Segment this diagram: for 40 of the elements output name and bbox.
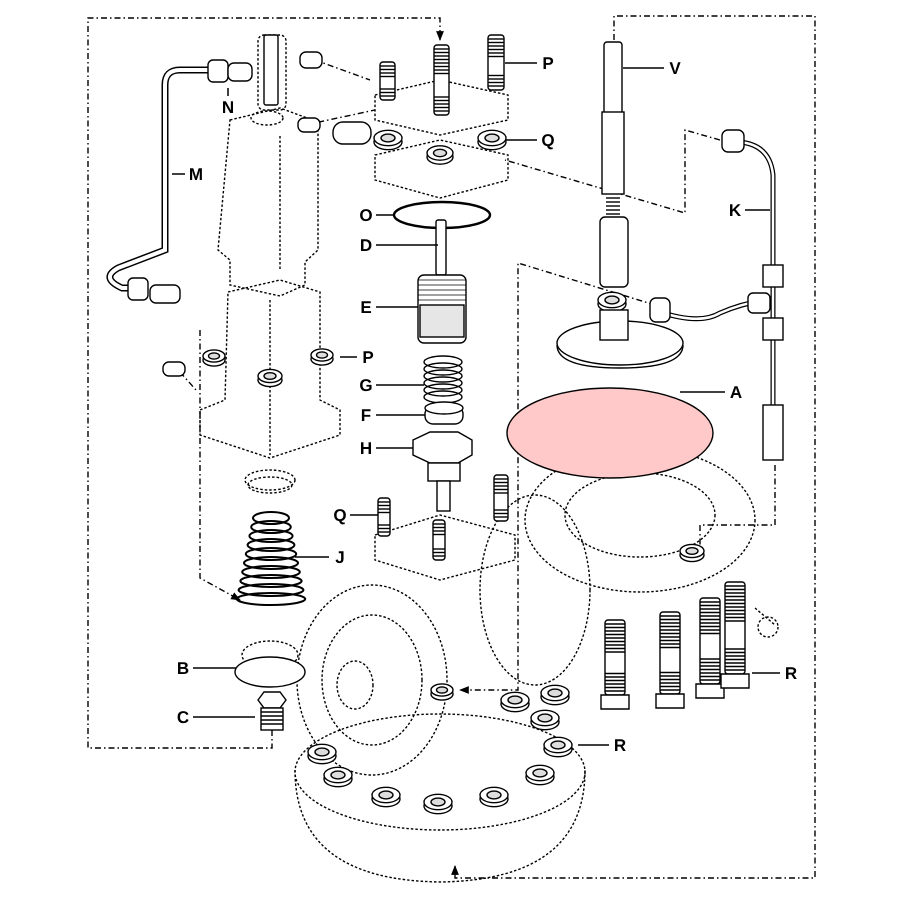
leader-line — [340, 356, 357, 358]
callout-letter: D — [358, 235, 374, 255]
callout-letter: F — [358, 405, 374, 425]
leader-line — [680, 391, 725, 393]
callout-letter: R — [783, 663, 799, 683]
callout-letter: R — [612, 735, 628, 755]
callout-letter: G — [358, 375, 374, 395]
leader-line — [376, 306, 418, 308]
leader-line — [376, 214, 394, 216]
callout-letter: O — [358, 205, 374, 225]
leader-line — [172, 173, 185, 175]
leader-line — [350, 514, 378, 516]
leader-line — [193, 667, 236, 669]
callout-letter: V — [667, 58, 683, 78]
callout-letter: E — [358, 297, 374, 317]
callout-letter: Q — [540, 130, 556, 150]
leader-line — [505, 62, 537, 64]
callout-letter: J — [332, 547, 348, 567]
callout-letter: H — [358, 438, 374, 458]
callout-letter: P — [360, 347, 376, 367]
leader-line — [745, 209, 770, 211]
callout-letter: Q — [332, 505, 348, 525]
callout-letter: K — [727, 200, 743, 220]
leader-line — [376, 384, 424, 386]
callout-letter: A — [728, 382, 744, 402]
leader-line — [752, 672, 780, 674]
leader-line — [376, 447, 413, 449]
callout-letter: P — [540, 53, 556, 73]
leader-line — [623, 67, 664, 69]
leader-line — [376, 414, 425, 416]
leader-line — [193, 716, 255, 718]
callout-letter: N — [220, 97, 236, 117]
leader-line — [578, 744, 609, 746]
callout-letter: B — [175, 658, 191, 678]
callout-letter: M — [188, 164, 204, 184]
leader-line — [505, 139, 537, 141]
leader-line — [295, 556, 329, 558]
leader-line — [376, 244, 438, 246]
callout-letter: C — [175, 707, 191, 727]
leader-line — [227, 88, 229, 96]
